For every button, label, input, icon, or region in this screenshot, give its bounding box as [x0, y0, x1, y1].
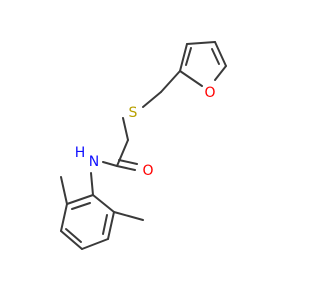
- bond-ring-c6-c1: [66, 194, 94, 205]
- bond-ch2-carbonyl: [116, 139, 129, 167]
- bond-carbonyl-n: [102, 161, 118, 167]
- furan-ring: [179, 41, 227, 87]
- bond-furan-c2-c3: [179, 43, 188, 72]
- bond-ring-c6-c1-inner: [71, 202, 91, 210]
- bond-furan-c4-c5-inner: [211, 48, 220, 65]
- bond-c2-ch2: [160, 70, 181, 93]
- side-chain: [90, 70, 181, 196]
- benzene-ring: [60, 194, 115, 250]
- amide-hydrogen-atom-label: H: [75, 145, 86, 161]
- bond-furan-c4-c5: [214, 41, 227, 67]
- bond-ring-c4-c5: [60, 230, 83, 250]
- bond-methyl-ortho: [60, 176, 68, 205]
- bond-ring-c3-c4: [81, 238, 109, 250]
- bond-furan-c5-o: [214, 65, 227, 81]
- bond-furan-c2-c3-inner: [185, 47, 192, 66]
- molecule-structure: S O O N H: [60, 41, 227, 250]
- bond-carbonyl-o-2: [118, 159, 138, 165]
- bond-ring-c4-c5-inner: [65, 228, 82, 243]
- bond-ring-c1-c2: [92, 194, 115, 213]
- bond-ch2-s: [142, 91, 162, 108]
- bond-ring-c2-c3: [107, 211, 115, 240]
- bond-ring-c5-c6: [60, 203, 68, 232]
- bond-n-aryl: [90, 172, 94, 196]
- sulfur-atom-label: S: [129, 105, 138, 121]
- bond-ring-c2-c3-inner: [102, 214, 108, 235]
- bond-furan-o-c2: [179, 70, 203, 87]
- nitrogen-atom-label: N: [89, 154, 99, 170]
- bond-methyl-meta: [113, 211, 144, 221]
- bond-furan-c3-c4: [186, 41, 216, 45]
- carbonyl-oxygen-atom-label: O: [142, 163, 153, 179]
- methyl-groups: [60, 176, 144, 221]
- bond-s-ch2: [122, 117, 129, 141]
- furan-oxygen-atom-label: O: [204, 85, 215, 101]
- bond-carbonyl-o-1: [116, 165, 136, 171]
